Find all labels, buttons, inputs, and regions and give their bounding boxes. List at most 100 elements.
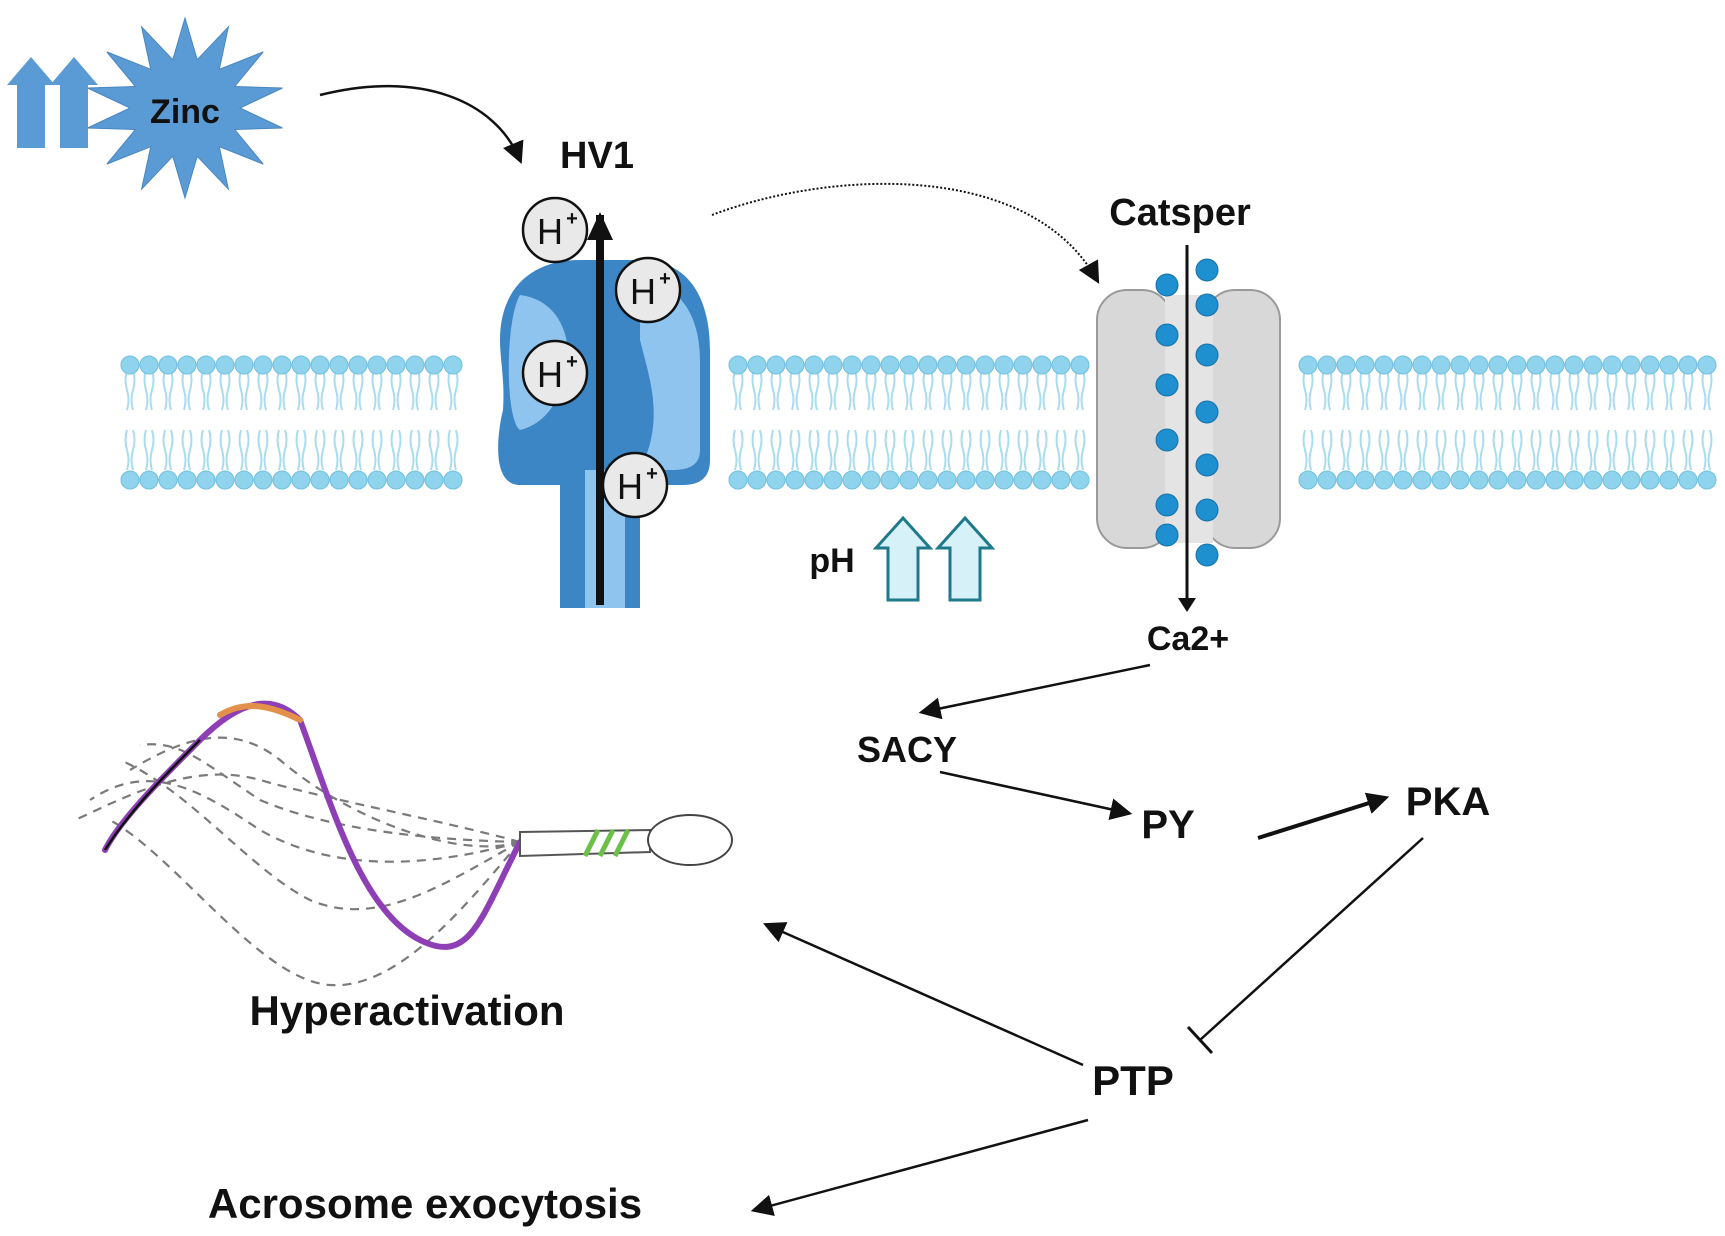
- lipid-head: [1336, 355, 1356, 375]
- lipid-head: [424, 470, 444, 490]
- lipid-head: [880, 355, 900, 375]
- lipid-head: [310, 355, 330, 375]
- proton-1: H +: [521, 196, 589, 264]
- lipid-head: [956, 470, 976, 490]
- lipid-head: [329, 470, 349, 490]
- lipid-head: [120, 355, 140, 375]
- lipid-head: [1431, 355, 1451, 375]
- arrow-py-to-pka: [1257, 792, 1390, 840]
- zinc-label: Zinc: [150, 93, 220, 131]
- lipid-head: [899, 355, 919, 375]
- lipid-tail: [276, 369, 288, 471]
- lipid-head: [1469, 470, 1489, 490]
- lipid-tail: [732, 369, 744, 471]
- lipid-head: [728, 355, 748, 375]
- lipid-tail: [1530, 369, 1542, 471]
- lipid-tail: [352, 369, 364, 471]
- lipid-tail: [770, 369, 782, 471]
- lipid-head: [1393, 355, 1413, 375]
- lipid-head: [196, 355, 216, 375]
- lipid-head: [405, 355, 425, 375]
- proton-charge: +: [566, 351, 578, 373]
- lipid-head: [348, 355, 368, 375]
- lipid-head: [1602, 355, 1622, 375]
- lipid-tail: [903, 369, 915, 471]
- lipid-head: [1602, 470, 1622, 490]
- lipid-head: [1032, 470, 1052, 490]
- lipid-tail: [1302, 369, 1314, 471]
- lipid-head: [348, 470, 368, 490]
- lipid-tail: [257, 369, 269, 471]
- lipid-tail: [1511, 369, 1523, 471]
- lipid-tail: [960, 369, 972, 471]
- lipid-head: [1070, 470, 1090, 490]
- lipid-head: [177, 470, 197, 490]
- lipid-head: [1298, 355, 1318, 375]
- lipid-head: [747, 355, 767, 375]
- lipid-head: [918, 355, 938, 375]
- lipid-tail: [1454, 369, 1466, 471]
- lipid-head: [139, 470, 159, 490]
- lipid-tail: [333, 369, 345, 471]
- acrosome-exocytosis-label: Acrosome exocytosis: [208, 1180, 642, 1227]
- calcium-ion: [1195, 400, 1219, 424]
- lipid-head: [215, 470, 235, 490]
- pka-label: PKA: [1406, 780, 1490, 824]
- lipid-tail: [1340, 369, 1352, 471]
- lipid-tail: [1055, 369, 1067, 471]
- lipid-head: [1431, 470, 1451, 490]
- proton-charge: +: [646, 463, 658, 485]
- zinc-star: Zinc: [87, 16, 283, 200]
- lipid-head: [272, 355, 292, 375]
- tail-motion-trace: [74, 736, 521, 987]
- lipid-head: [1393, 470, 1413, 490]
- lipid-tail: [447, 369, 459, 471]
- lipid-head: [367, 470, 387, 490]
- lipid-tail: [1359, 369, 1371, 471]
- arrow-ptp-to-hyperactivation: [762, 922, 1084, 1067]
- lipid-head: [1051, 355, 1071, 375]
- lipid-head: [1450, 355, 1470, 375]
- lipid-head: [1374, 355, 1394, 375]
- lipid-head: [1697, 355, 1717, 375]
- lipid-tail: [219, 369, 231, 471]
- lipid-tail: [998, 369, 1010, 471]
- calcium-ion: [1155, 428, 1179, 452]
- lipid-head: [1621, 470, 1641, 490]
- lipid-tail: [409, 369, 421, 471]
- hv1-label: HV1: [560, 135, 634, 177]
- lipid-tail: [1017, 369, 1029, 471]
- arrow-ca-to-sacy: [918, 663, 1151, 720]
- calcium-ion: [1195, 453, 1219, 477]
- lipid-tail: [1378, 369, 1390, 471]
- lipid-head: [1374, 470, 1394, 490]
- lipid-head: [918, 470, 938, 490]
- lipid-head: [253, 355, 273, 375]
- lipid-head: [1678, 470, 1698, 490]
- calcium-ion: [1155, 373, 1179, 397]
- lipid-head: [842, 355, 862, 375]
- inhibit-pka-to-ptp: [1186, 837, 1424, 1055]
- lipid-head: [1526, 355, 1546, 375]
- lipid-head: [1317, 355, 1337, 375]
- lipid-head: [1450, 470, 1470, 490]
- lipid-head: [1678, 355, 1698, 375]
- lipid-head: [728, 470, 748, 490]
- calcium-ion: [1195, 258, 1219, 282]
- lipid-head: [861, 470, 881, 490]
- lipid-tail: [1682, 369, 1694, 471]
- lipid-head: [386, 355, 406, 375]
- lipid-head: [1355, 355, 1375, 375]
- lipid-head: [785, 470, 805, 490]
- lipid-head: [177, 355, 197, 375]
- hv1-channel: [498, 212, 710, 608]
- lipid-tail: [1625, 369, 1637, 471]
- lipid-tail: [1587, 369, 1599, 471]
- lipid-head: [158, 470, 178, 490]
- lipid-head: [1564, 470, 1584, 490]
- lipid-head: [1659, 355, 1679, 375]
- lipid-head: [424, 355, 444, 375]
- lipid-head: [1545, 355, 1565, 375]
- lipid-head: [196, 470, 216, 490]
- lipid-head: [975, 355, 995, 375]
